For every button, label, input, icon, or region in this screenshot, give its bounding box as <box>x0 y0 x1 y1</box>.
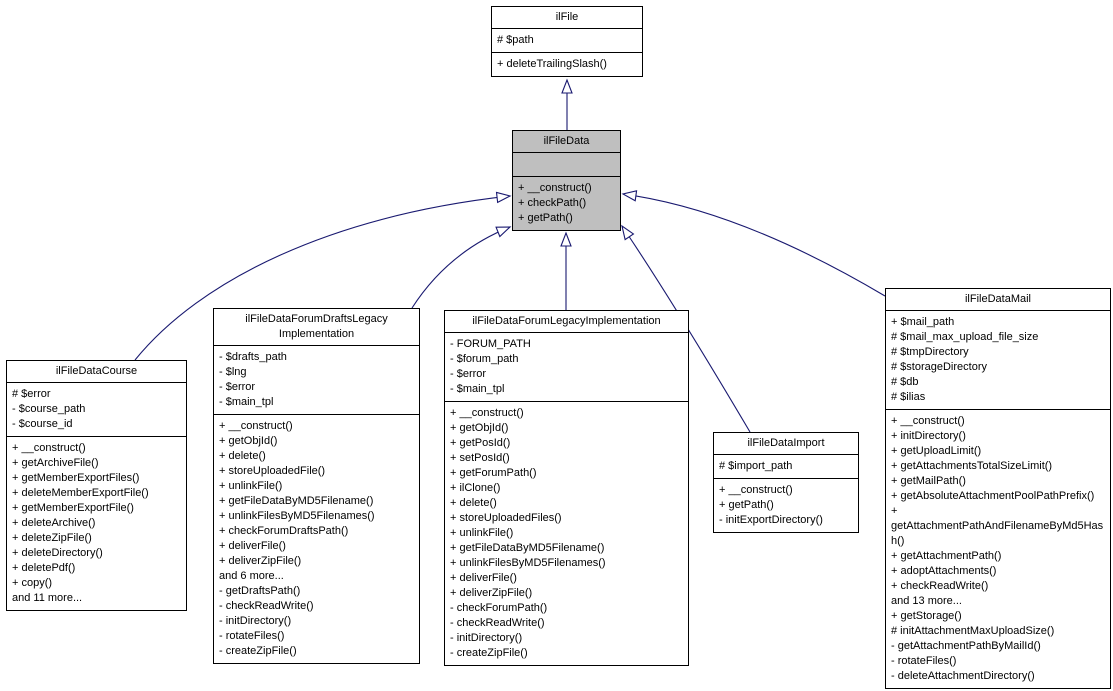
class-title: ilFile <box>492 7 642 29</box>
class-methods: + __construct() + getArchiveFile() + get… <box>12 442 149 604</box>
class-methods: + deleteTrailingSlash() <box>497 58 607 70</box>
class-title: ilFileDataImport <box>714 433 858 455</box>
class-methods: + __construct() + checkPath() + getPath(… <box>518 182 592 224</box>
class-attributes: # $path <box>492 29 642 53</box>
class-node-ilfiledatacourse[interactable]: ilFileDataCourse # $error - $course_path… <box>6 360 187 611</box>
class-methods: + __construct() + initDirectory() + getU… <box>891 415 1104 682</box>
class-title: ilFileDataForumDraftsLegacy Implementati… <box>214 309 419 346</box>
class-methods: + __construct() + getObjId() + delete() … <box>219 420 375 657</box>
class-attributes <box>513 153 620 177</box>
class-attributes: - $drafts_path - $lng - $error - $main_t… <box>214 346 419 415</box>
class-node-ilfiledatamail[interactable]: ilFileDataMail + $mail_path # $mail_max_… <box>885 288 1111 689</box>
class-methods: + __construct() + getPath() - initExport… <box>719 484 823 526</box>
class-title: ilFileDataForumLegacyImplementation <box>445 311 688 333</box>
class-attributes: - FORUM_PATH - $forum_path - $error - $m… <box>445 333 688 402</box>
class-title: ilFileDataMail <box>886 289 1110 311</box>
inheritance-arrow-course-to-filedata <box>134 191 512 361</box>
class-node-ilfiledataimport[interactable]: ilFileDataImport # $import_path + __cons… <box>713 432 859 533</box>
inheritance-arrow-drafts-to-filedata <box>411 226 512 309</box>
class-title: ilFileData <box>513 131 620 153</box>
class-node-ilfiledataforumlegacyimplementation[interactable]: ilFileDataForumLegacyImplementation - FO… <box>444 310 689 666</box>
class-title: ilFileDataCourse <box>7 361 186 383</box>
class-node-ilfiledataforumdraftslegacyimplementation[interactable]: ilFileDataForumDraftsLegacy Implementati… <box>213 308 420 664</box>
inheritance-arrow-mail-to-filedata <box>621 190 886 297</box>
class-methods: + __construct() + getObjId() + getPosId(… <box>450 407 606 659</box>
class-node-ilfile[interactable]: ilFile # $path + deleteTrailingSlash() <box>491 6 643 77</box>
class-attributes: # $import_path <box>714 455 858 479</box>
class-node-ilfiledata[interactable]: ilFileData + __construct() + checkPath()… <box>512 130 621 231</box>
class-attributes: + $mail_path # $mail_max_upload_file_siz… <box>886 311 1110 410</box>
class-attributes: # $error - $course_path - $course_id <box>7 383 186 437</box>
